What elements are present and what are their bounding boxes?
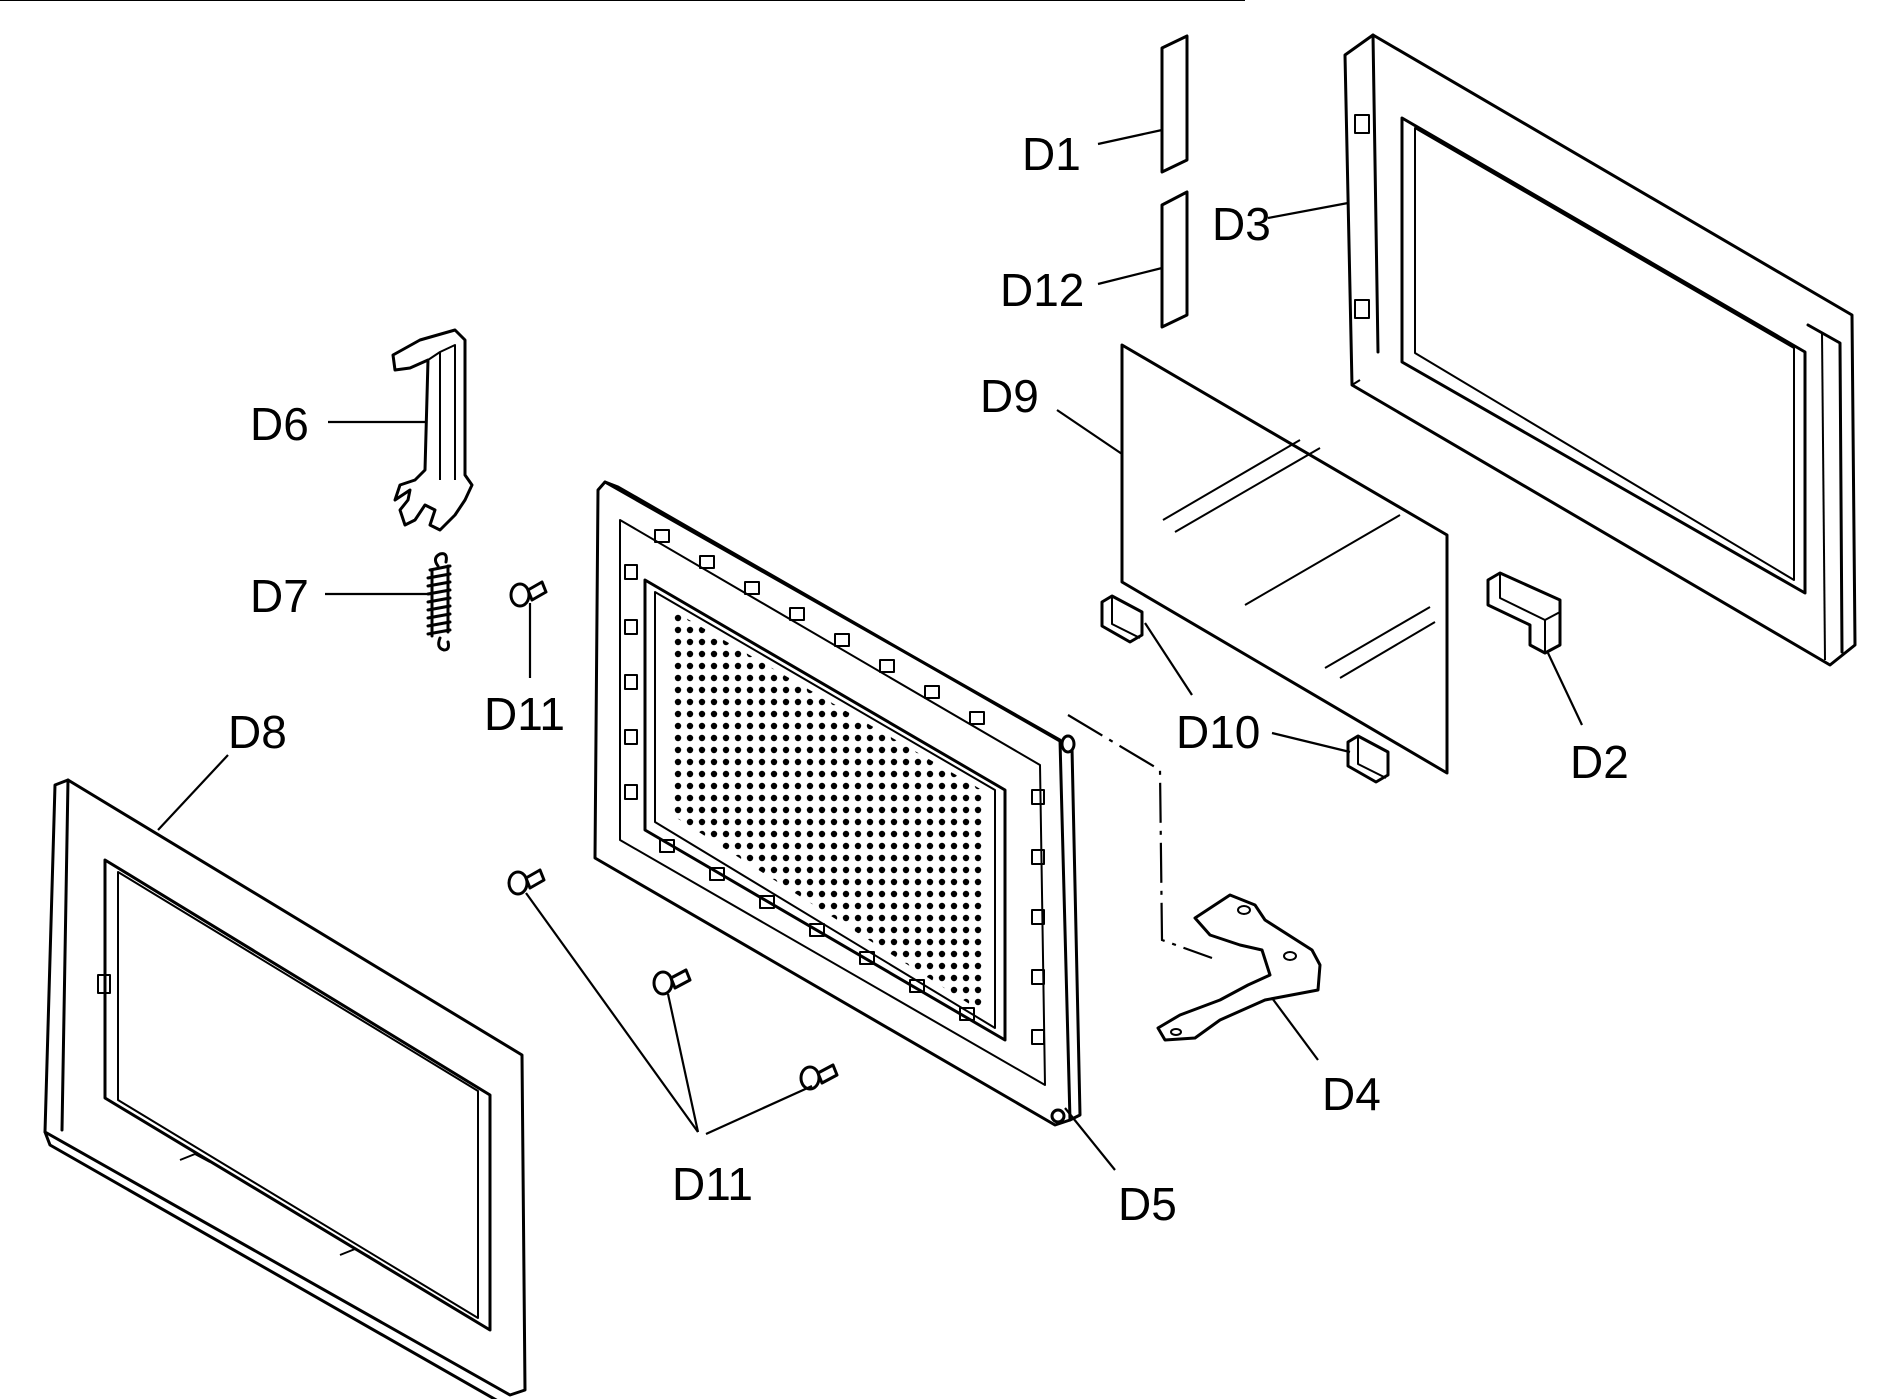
part-d3-door-frame — [1343, 33, 1857, 667]
label-d8: D8 — [228, 706, 287, 758]
label-d2: D2 — [1570, 736, 1629, 788]
part-d8-front-panel — [43, 778, 527, 1399]
screw-left — [507, 868, 546, 896]
part-d12-strip — [1160, 190, 1189, 329]
label-d9: D9 — [980, 370, 1039, 422]
label-d4: D4 — [1322, 1068, 1381, 1120]
part-d5-inner-door — [593, 480, 1082, 1127]
part-d4-hinge-bracket — [1156, 893, 1322, 1042]
label-d7: D7 — [250, 570, 309, 622]
part-d1-strip — [1160, 34, 1189, 174]
screw-right — [799, 1063, 839, 1091]
label-d11-upper: D11 — [484, 688, 565, 740]
label-d11-lower: D11 — [672, 1158, 753, 1210]
screw-middle — [652, 968, 692, 996]
screw-upper — [509, 580, 548, 608]
label-d5: D5 — [1118, 1178, 1177, 1230]
d5-edge-tabs — [624, 529, 1045, 1045]
label-d6: D6 — [250, 398, 309, 450]
part-d2-block — [1486, 571, 1562, 655]
part-d11-screws — [507, 580, 839, 1091]
part-d10-clips — [1100, 594, 1390, 784]
part-d9-glass-panel — [0, 0, 1449, 775]
part-labels: D1 D12 D3 D6 D9 D7 D11 D8 D10 D2 D4 D11 … — [228, 128, 1629, 1230]
leader-lines — [157, 128, 1583, 1171]
part-d7-spring — [426, 552, 452, 652]
label-d1: D1 — [1022, 128, 1081, 180]
label-d12: D12 — [1000, 264, 1084, 316]
d4-alignment-line — [1067, 714, 1213, 960]
part-d6-latch-hook — [391, 328, 474, 532]
label-d10: D10 — [1176, 706, 1260, 758]
label-d3: D3 — [1212, 198, 1271, 250]
